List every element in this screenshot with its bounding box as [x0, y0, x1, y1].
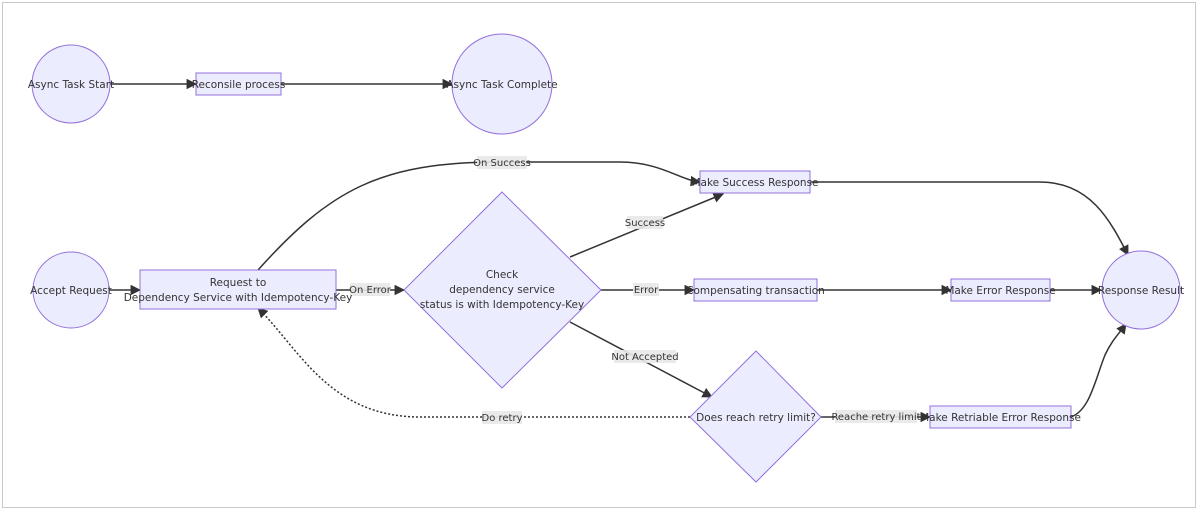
node-async-task-complete[interactable]: Async Task Complete	[446, 33, 558, 135]
node-request-dependency-service[interactable]: Request to Dependency Service with Idemp…	[124, 269, 353, 310]
edge-label-error: Error	[634, 285, 659, 296]
node-label-reconsile-process: Reconsile process	[192, 79, 286, 91]
edge-request-to-success-response	[257, 161, 702, 271]
edge-label-reache-retry-limit: Reache retry limit	[831, 412, 920, 423]
node-make-retriable-error-response[interactable]: Make Retriable Error Response	[920, 405, 1081, 429]
node-async-task-start[interactable]: Async Task Start	[28, 44, 114, 124]
node-label-make-retriable-error-response: Make Retriable Error Response	[920, 412, 1081, 424]
edge-retry-to-request	[257, 307, 690, 418]
node-make-success-response[interactable]: Make Success Response	[691, 170, 819, 194]
node-response-result[interactable]: Response Result	[1098, 250, 1184, 330]
node-label-check-line1: Check	[486, 269, 519, 281]
edge-retriable-response-to-result	[1070, 323, 1127, 418]
node-label-async-task-complete: Async Task Complete	[446, 79, 557, 91]
node-label-compensating-transaction: Compensating transaction	[686, 285, 825, 297]
node-label-check-line2: dependency service	[449, 284, 555, 296]
node-label-retry-limit-check: Does reach retry limit?	[696, 412, 816, 424]
node-retry-limit-check[interactable]: Does reach retry limit?	[689, 350, 822, 483]
edge-label-success: Success	[625, 218, 665, 229]
edges	[108, 78, 1129, 423]
node-label-make-success-response: Make Success Response	[691, 177, 818, 189]
edge-label-on-error: On Error	[349, 285, 392, 296]
node-label-request-line2: Dependency Service with Idempotency-Key	[124, 292, 353, 304]
node-label-accept-request: Accept Request	[30, 285, 112, 297]
node-label-async-task-start: Async Task Start	[28, 79, 114, 91]
node-label-response-result: Response Result	[1098, 285, 1184, 297]
node-make-error-response[interactable]: Make Error Response	[945, 278, 1056, 302]
node-label-make-error-response: Make Error Response	[945, 285, 1055, 297]
node-label-check-line3: status is with Idempotency-Key	[420, 299, 584, 311]
edge-label-do-retry: Do retry	[482, 413, 523, 424]
node-accept-request[interactable]: Accept Request	[30, 251, 112, 329]
node-check-status[interactable]: Check dependency service status is with …	[403, 191, 602, 389]
edge-label-on-success: On Success	[473, 158, 531, 169]
node-reconsile-process[interactable]: Reconsile process	[192, 72, 286, 96]
edge-label-not-accepted: Not Accepted	[611, 352, 678, 363]
edge-labels: On Success On Error Success Error Not Ac…	[349, 156, 921, 424]
node-compensating-transaction[interactable]: Compensating transaction	[686, 278, 825, 302]
node-label-request-line1: Request to	[210, 277, 267, 289]
edge-success-response-to-result	[810, 181, 1129, 256]
nodes: Async Task Start Reconsile process Async…	[28, 33, 1184, 483]
